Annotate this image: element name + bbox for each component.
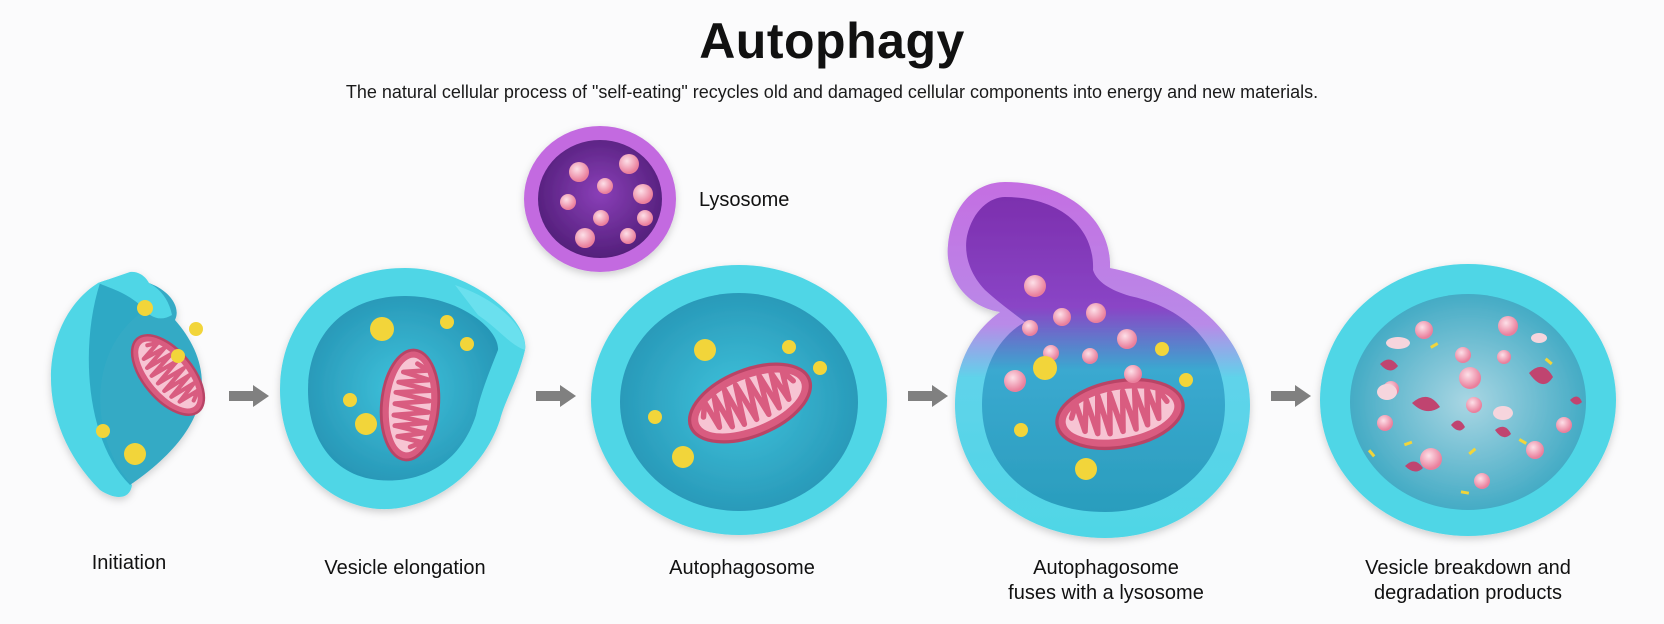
arrow-icon	[1271, 385, 1311, 407]
granules-stage2	[343, 315, 474, 435]
diagram-subtitle: The natural cellular process of "self-ea…	[345, 82, 1319, 102]
arrow-icon	[229, 385, 269, 407]
lysosome	[524, 126, 676, 272]
stage-label-elongation: Vesicle elongation	[324, 557, 486, 579]
arrow-icon	[908, 385, 948, 407]
lysosome-enzymes	[560, 154, 653, 248]
granules-stage4	[1014, 342, 1193, 480]
arrow-icon	[536, 385, 576, 407]
stage-fusion-cell	[947, 182, 1250, 538]
fusion-enzymes	[1004, 275, 1142, 392]
stage-label-fusion: Autophagosome fuses with a lysosome	[1008, 557, 1204, 604]
diagram-title: Autophagy	[699, 13, 965, 69]
degradation-products	[1367, 316, 1582, 495]
granules-stage1	[96, 300, 203, 465]
stage-label-breakdown: Vesicle breakdown and degradation produc…	[1365, 557, 1571, 604]
stage-label-initiation: Initiation	[91, 552, 167, 574]
lysosome-label: Lysosome	[699, 189, 790, 211]
stage-label-autophagosome: Autophagosome	[669, 557, 815, 579]
granules-stage3	[648, 339, 827, 468]
